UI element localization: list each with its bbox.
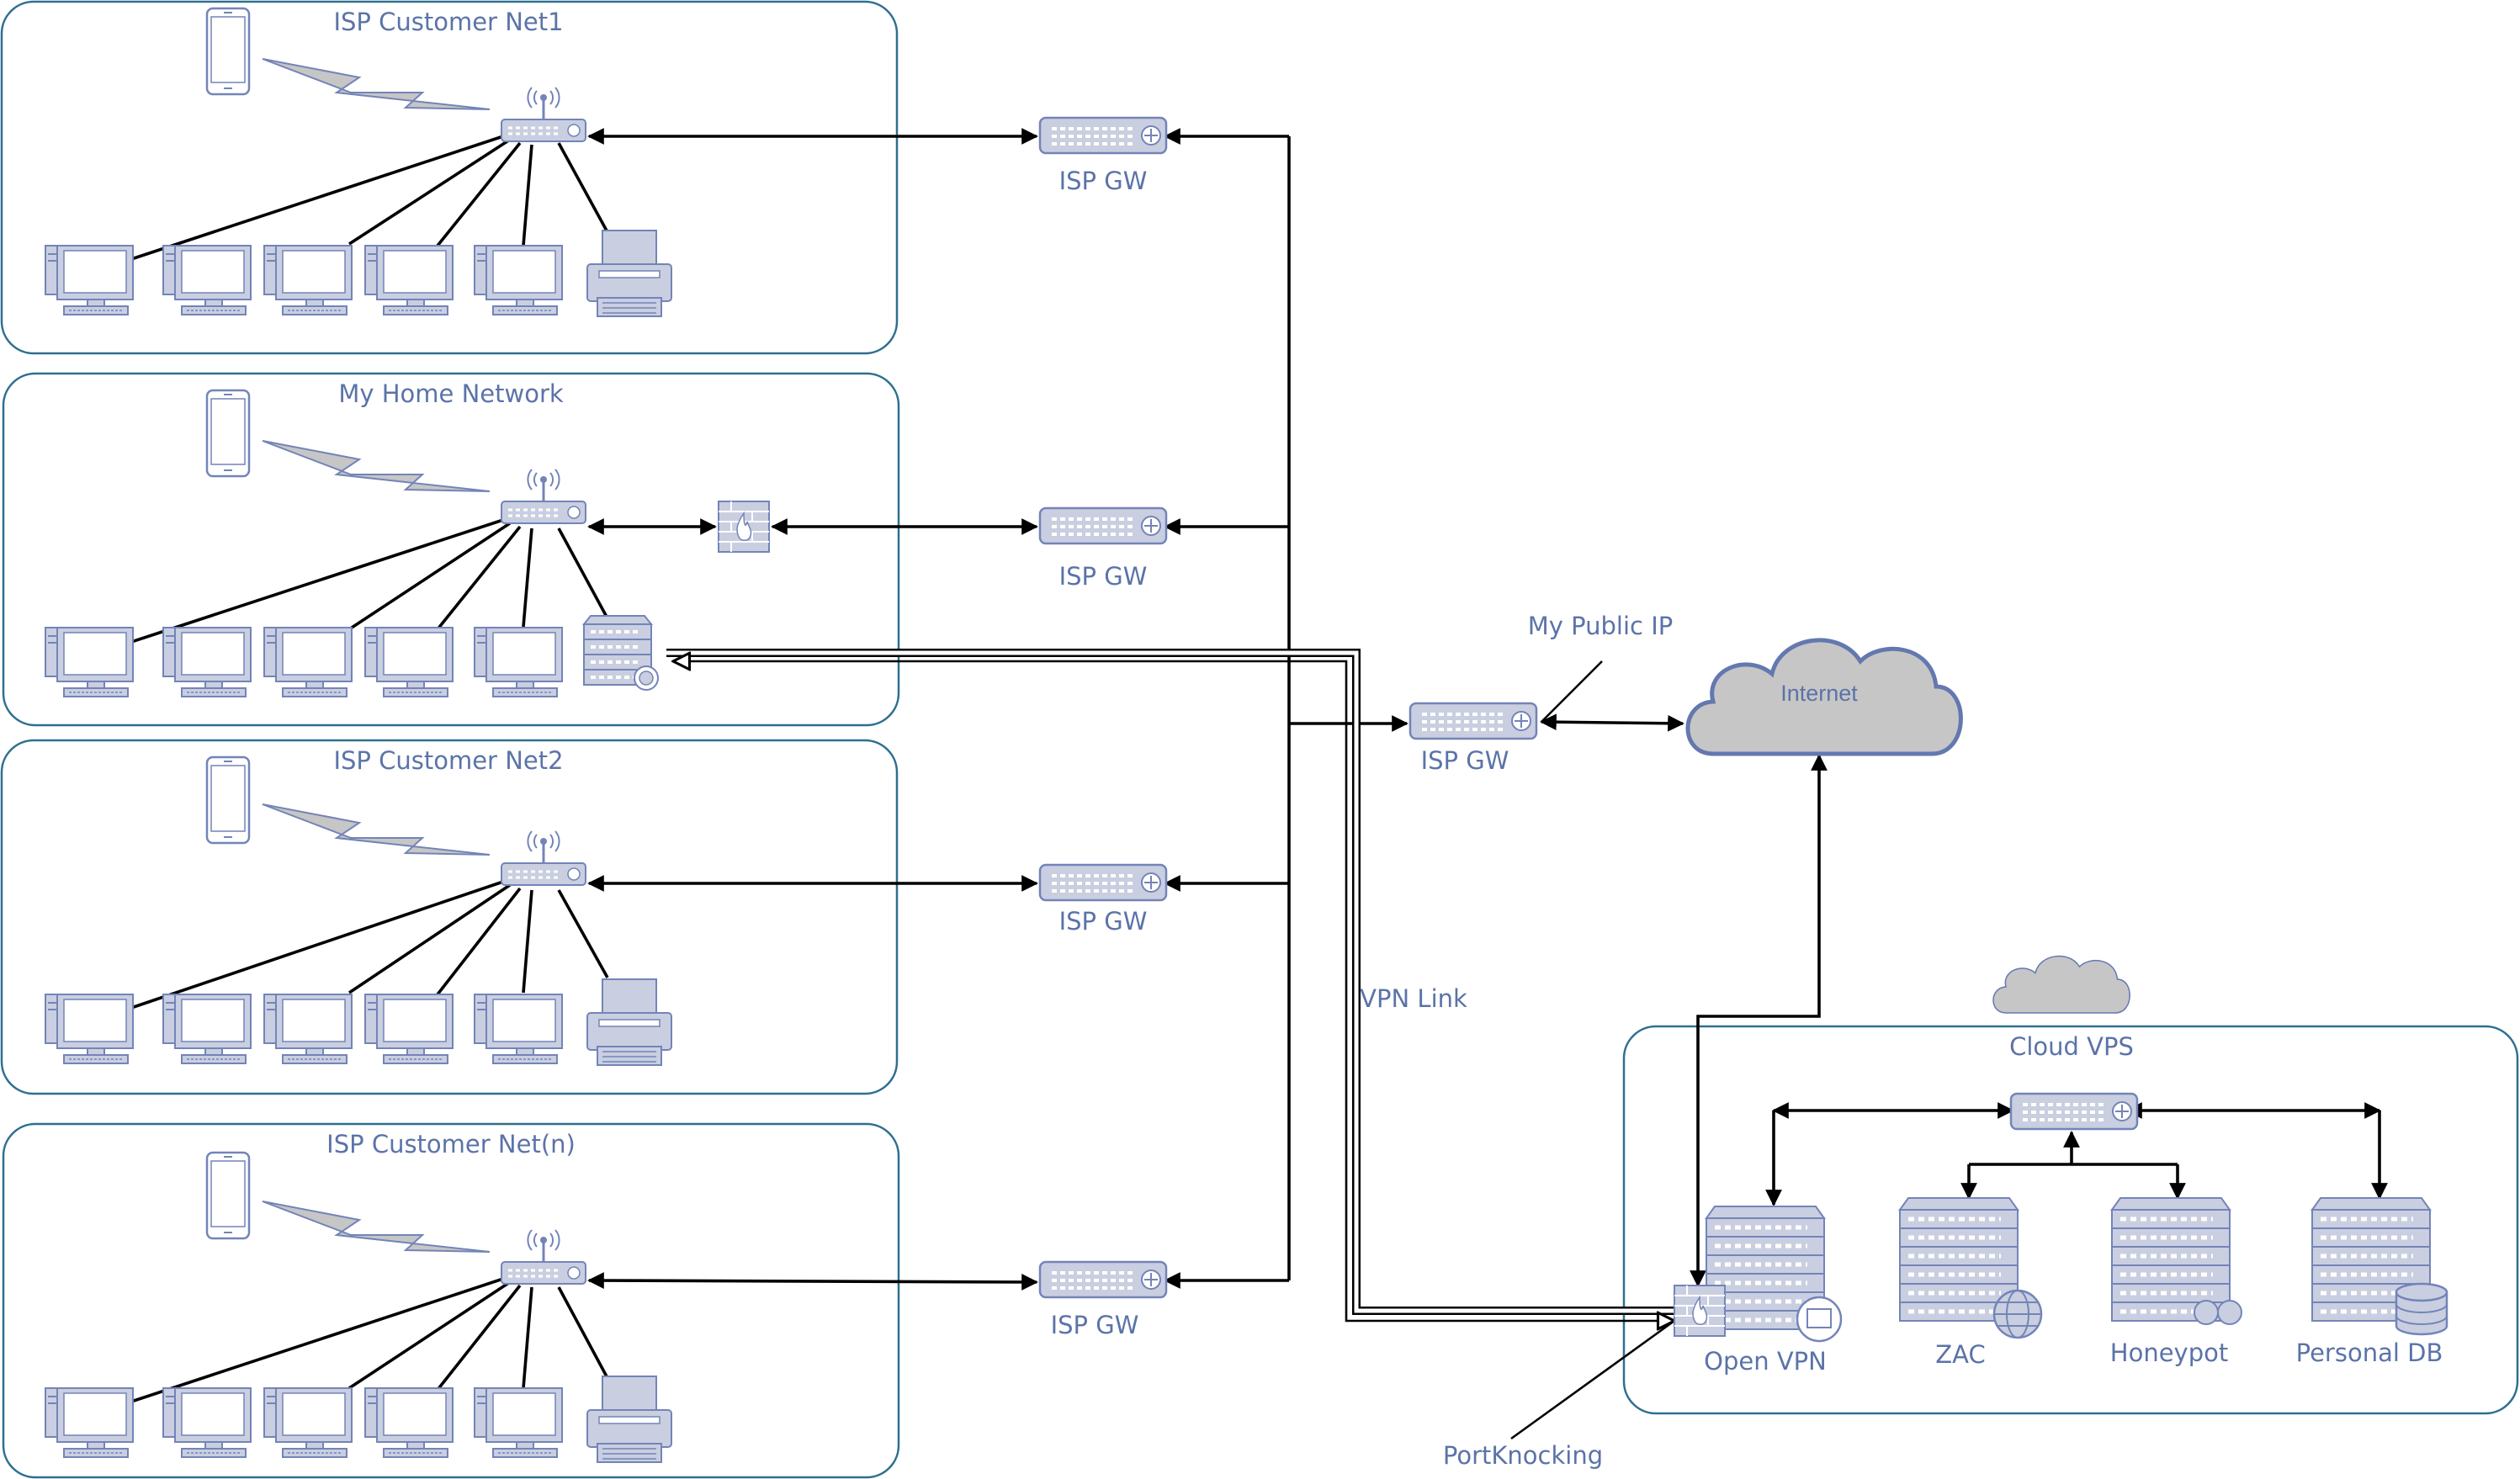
vps-switch-icon — [2009, 1092, 2139, 1131]
home-gateway-label: ISP GW — [1059, 562, 1148, 591]
zac-label: ZAC — [1935, 1340, 1985, 1369]
isp-gateway-icon — [1038, 863, 1168, 902]
net2-title: ISP Customer Net2 — [333, 746, 563, 775]
personaldb-label: Personal DB — [2296, 1339, 2443, 1367]
vpn-link-label: VPN Link — [1360, 984, 1467, 1013]
net1-title: ISP Customer Net1 — [333, 8, 563, 36]
central-isp-gateway-icon — [1409, 702, 1538, 740]
netn-gateway-label: ISP GW — [1051, 1311, 1139, 1339]
links-net1 — [125, 128, 1038, 262]
cloud-vps-devices — [1674, 1092, 2448, 1343]
honeypot-label: Honeypot — [2110, 1339, 2228, 1367]
public-ip-pointer — [1541, 660, 1603, 723]
portknocking-label: PortKnocking — [1443, 1441, 1603, 1470]
phone-icon — [205, 389, 251, 478]
isp-gateway-icon — [1038, 1260, 1168, 1299]
internet-label: Internet — [1780, 681, 1858, 706]
vps-firewall-icon — [1674, 1285, 1726, 1337]
openvpn-label: Open VPN — [1704, 1347, 1827, 1376]
cloud-vps-title: Cloud VPS — [2009, 1032, 2134, 1061]
phone-icon — [205, 7, 251, 96]
home-server-icon — [582, 614, 660, 692]
central-gateway-label: ISP GW — [1421, 746, 1509, 775]
firewall-icon — [718, 501, 770, 553]
vpn-link — [666, 649, 1674, 1321]
database-icon — [2395, 1282, 2448, 1336]
vpn-badge-icon — [1796, 1296, 1843, 1343]
isp-gateway-icon — [1038, 506, 1168, 545]
netn-title: ISP Customer Net(n) — [326, 1130, 576, 1158]
public-ip-label: My Public IP — [1528, 612, 1674, 640]
phone-icon — [205, 755, 251, 845]
home-network-title: My Home Network — [338, 379, 564, 408]
links-cloud-vps — [1765, 1102, 2388, 1206]
globe-icon — [1992, 1289, 2043, 1339]
isp-gateway-icon — [1038, 116, 1168, 155]
phone-icon — [205, 1151, 251, 1240]
links-home — [125, 518, 1038, 645]
net2-gateway-label: ISP GW — [1059, 907, 1148, 936]
portknocking-pointer — [1510, 1319, 1675, 1440]
honeypot-badge-icon — [2194, 1300, 2242, 1325]
cloud-vps-cloud-icon — [1992, 955, 2130, 1014]
net1-gateway-label: ISP GW — [1059, 167, 1148, 195]
